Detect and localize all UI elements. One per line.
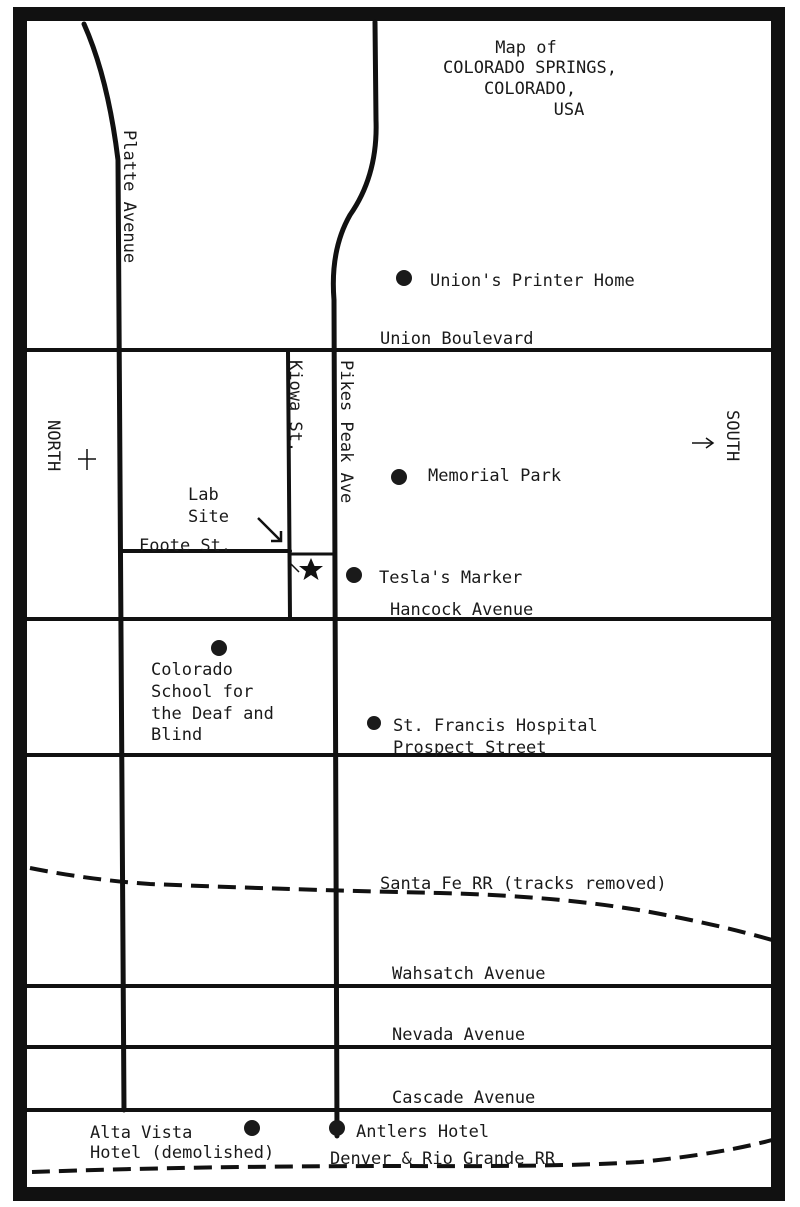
north-label: NORTH xyxy=(43,420,63,471)
platte-avenue-label: Platte Avenue xyxy=(119,130,139,263)
pikes-peak-ave-label: Pikes Peak Ave xyxy=(336,360,356,503)
map-frame xyxy=(13,7,785,1201)
denver-rio-grande-label: Denver & Rio Grande RR xyxy=(330,1149,556,1169)
nevada-avenue-label: Nevada Avenue xyxy=(392,1025,525,1045)
foote-street-label: Foote St. xyxy=(139,536,231,556)
alta-vista-label-line1: Alta Vista xyxy=(90,1123,192,1143)
st-francis-label: St. Francis Hospital xyxy=(393,716,598,736)
south-arrow-icon xyxy=(692,437,715,449)
union-boulevard-label: Union Boulevard xyxy=(380,329,534,349)
antlers-hotel-label: Antlers Hotel xyxy=(356,1122,489,1142)
alta-vista-label-line2: Hotel (demolished) xyxy=(90,1143,274,1163)
cascade-avenue-label: Cascade Avenue xyxy=(392,1088,535,1108)
lab-site-tick xyxy=(289,562,300,573)
memorial-park-dot-icon xyxy=(391,469,407,485)
lab-site-label-line2: Site xyxy=(188,507,229,527)
platte-avenue-road xyxy=(81,21,127,1113)
hancock-avenue-label: Hancock Avenue xyxy=(390,600,533,620)
map-title-line4: USA xyxy=(554,100,585,120)
map-title-line3: COLORADO, xyxy=(484,79,576,99)
pikes-peak-ave-road xyxy=(330,19,379,1139)
denver-rio-grande-rr xyxy=(31,1138,773,1174)
lab-site-arrow-icon xyxy=(257,517,283,543)
union-printer-label: Union's Printer Home xyxy=(430,271,635,291)
santa-fe-rr-label: Santa Fe RR (tracks removed) xyxy=(380,874,667,894)
prospect-street-label: Prospect Street xyxy=(393,738,547,758)
school-label-line3: the Deaf and xyxy=(151,704,274,724)
memorial-park-label: Memorial Park xyxy=(428,466,561,486)
lab-site-star-icon xyxy=(299,558,323,580)
kiowa-street-label: Kiowa St. xyxy=(285,360,305,452)
north-arrow-icon xyxy=(78,449,96,470)
wahsatch-avenue-label: Wahsatch Avenue xyxy=(392,964,546,984)
alta-vista-dot-icon xyxy=(244,1120,260,1136)
school-label-line2: School for xyxy=(151,682,253,702)
antlers-dot-icon xyxy=(329,1120,345,1136)
map-title-line2: COLORADO SPRINGS, xyxy=(443,58,617,78)
school-label-line1: Colorado xyxy=(151,660,233,680)
lab-site-label-line1: Lab xyxy=(188,485,219,505)
tesla-marker-label: Tesla's Marker xyxy=(379,568,522,588)
tesla-marker-dot-icon xyxy=(346,567,362,583)
school-label-line4: Blind xyxy=(151,725,202,745)
st-francis-dot-icon xyxy=(367,716,381,730)
kiowa-street-road xyxy=(286,350,292,621)
school-dot-icon xyxy=(211,640,227,656)
south-label: SOUTH xyxy=(722,410,742,461)
map-title-line1: Map of xyxy=(495,38,556,58)
union-printer-dot-icon xyxy=(396,270,412,286)
